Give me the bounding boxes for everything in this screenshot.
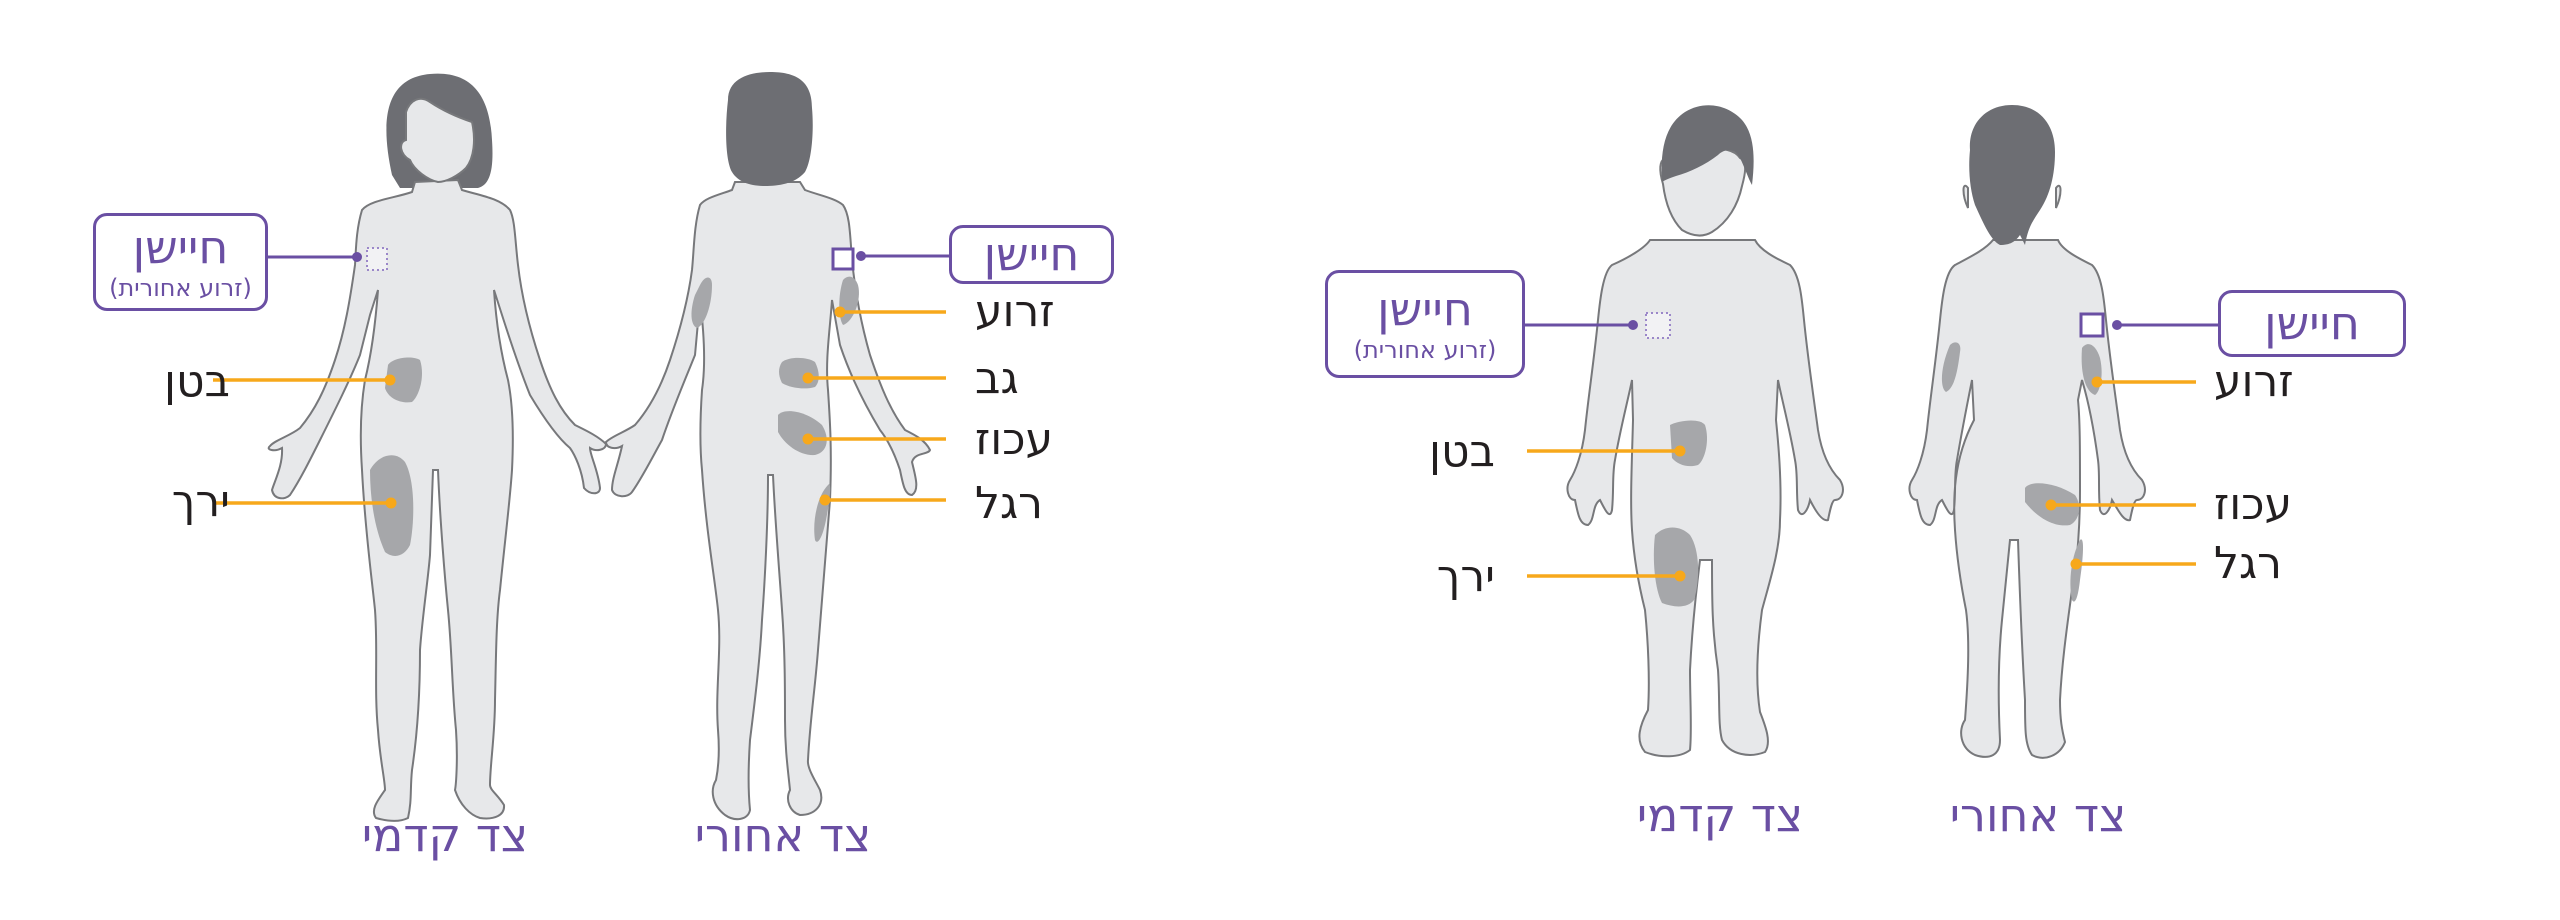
zone-left-arm (1941, 342, 1961, 392)
site-label-abdomen: בטן (1429, 426, 1495, 477)
site-label-leg: רגל (2214, 538, 2282, 589)
zone-lower-back (779, 357, 819, 389)
zone-back-thigh (2070, 539, 2084, 602)
sensor-marker-dotted (1645, 312, 1671, 339)
child-back-side-label: צד אחורי (1949, 788, 2127, 842)
child-front-figure (1525, 105, 1844, 758)
sensor-title: חיישן (132, 219, 229, 274)
site-label-buttock: עכוז (975, 414, 1054, 465)
zone-left-arm (691, 277, 712, 328)
sensor-title: חיישן (983, 227, 1080, 282)
site-label-back: גב (975, 353, 1019, 404)
sensor-marker-solid (2079, 312, 2105, 338)
adult-front-side-label: צד קדמי (361, 808, 529, 862)
hair-icon (726, 72, 813, 186)
sensor-marker-dotted (366, 247, 388, 271)
zone-thigh (1653, 527, 1699, 607)
adult-front-sensor-box: חיישן (זרוע אחורית) (93, 213, 268, 311)
zone-abdomen (385, 357, 423, 403)
adult-back-sensor-box: חיישן (949, 225, 1114, 284)
site-label-buttock: עכוז (2214, 479, 2293, 530)
sensor-title: חיישן (1377, 281, 1473, 336)
site-label-thigh: ירך (171, 476, 230, 527)
zone-abdomen (1670, 420, 1708, 467)
site-label-abdomen: בטן (164, 356, 230, 407)
adult-front-figure (213, 73, 608, 822)
site-label-arm: זרוע (975, 286, 1055, 337)
site-label-arm: זרוע (2214, 356, 2294, 407)
adult-back-side-label: צד אחורי (694, 808, 872, 862)
hair-icon (1969, 105, 2055, 245)
sensor-title: חיישן (2264, 296, 2360, 351)
child-front-side-label: צד קדמי (1636, 788, 1804, 842)
child-front-sensor-box: חיישן (זרוע אחורית) (1325, 270, 1525, 378)
site-label-leg: רגל (975, 478, 1043, 529)
hair-icon (1661, 105, 1754, 185)
site-label-thigh: ירך (1436, 551, 1495, 602)
sensor-subtitle: (זרוע אחורית) (1353, 335, 1497, 364)
zone-buttock (778, 411, 827, 456)
child-back-figure (1908, 105, 2218, 759)
child-back-sensor-box: חיישן (2218, 290, 2406, 357)
sensor-subtitle: (זרוע אחורית) (109, 273, 252, 302)
adult-back-figure (604, 72, 949, 821)
sensor-marker-solid (831, 247, 855, 271)
